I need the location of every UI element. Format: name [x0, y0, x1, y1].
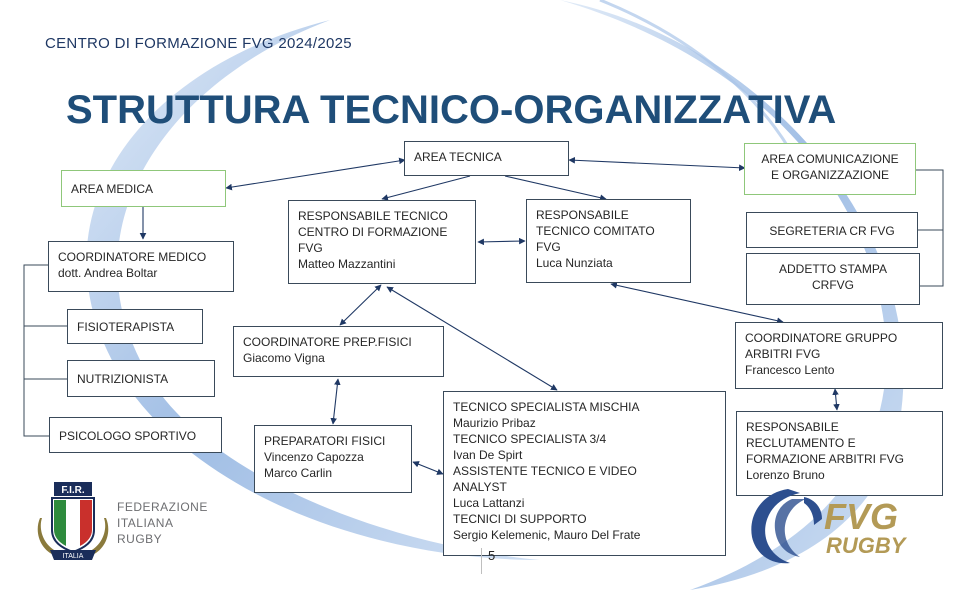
box-area-tecnica: AREA TECNICA	[404, 141, 569, 176]
box-segreteria: SEGRETERIA CR FVG	[746, 212, 918, 248]
resp-reclutamento-line2: RECLUTAMENTO E	[746, 436, 856, 450]
svg-text:FVG: FVG	[824, 496, 898, 537]
addetto-stampa-line1: ADDETTO STAMPA	[778, 262, 887, 276]
tecnici-line1: TECNICO SPECIALISTA MISCHIA	[453, 400, 640, 414]
svg-text:ITALIA: ITALIA	[63, 553, 84, 560]
resp-reclutamento-name: Lorenzo Bruno	[746, 468, 825, 482]
coordinatore-medico-role: COORDINATORE MEDICO	[58, 250, 207, 264]
box-fisioterapista: FISIOTERAPISTA	[67, 309, 203, 344]
box-nutrizionista: NUTRIZIONISTA	[67, 360, 215, 397]
box-area-comunicazione: AREA COMUNICAZIONE E ORGANIZZAZIONE	[744, 143, 916, 195]
resp-comitato-line3: FVG	[536, 240, 561, 254]
fir-text-line1: FEDERAZIONE	[117, 500, 208, 514]
tecnici-line6: ANALYST	[453, 480, 507, 494]
page-number-divider	[481, 548, 482, 574]
page-number: 5	[488, 548, 496, 563]
resp-reclutamento-line1: RESPONSABILE	[746, 420, 839, 434]
box-coord-arbitri: COORDINATORE GRUPPO ARBITRI FVG Francesc…	[735, 322, 943, 389]
box-resp-tecnico-centro: RESPONSABILE TECNICO CENTRO DI FORMAZION…	[288, 200, 476, 284]
resp-reclutamento-line3: FORMAZIONE ARBITRI FVG	[746, 452, 905, 466]
box-psicologo: PSICOLOGO SPORTIVO	[49, 417, 222, 453]
fir-text-line2: ITALIANA	[117, 516, 174, 530]
tecnici-line9: Sergio Kelemenic, Mauro Del Frate	[453, 528, 641, 542]
resp-comitato-name: Luca Nunziata	[536, 256, 613, 270]
tecnici-line7: Luca Lattanzi	[453, 496, 525, 510]
fisioterapista-label: FISIOTERAPISTA	[77, 320, 175, 334]
area-medica-label: AREA MEDICA	[71, 182, 154, 196]
svg-text:RUGBY: RUGBY	[826, 533, 908, 558]
segreteria-label: SEGRETERIA CR FVG	[769, 224, 895, 238]
coord-arbitri-name: Francesco Lento	[745, 363, 835, 377]
nutrizionista-label: NUTRIZIONISTA	[77, 372, 169, 386]
resp-centro-line1: RESPONSABILE TECNICO	[298, 209, 448, 223]
svg-text:F.I.R.: F.I.R.	[61, 485, 85, 496]
coord-prep-fisici-role: COORDINATORE PREP.FISICI	[243, 335, 412, 349]
box-coordinatore-medico: COORDINATORE MEDICO dott. Andrea Boltar	[48, 241, 234, 292]
tecnici-line2: Maurizio Pribaz	[453, 416, 536, 430]
addetto-stampa-line2: CRFVG	[812, 278, 854, 292]
slide-subtitle: CENTRO DI FORMAZIONE FVG 2024/2025	[45, 35, 352, 52]
coord-arbitri-line2: ARBITRI FVG	[745, 347, 821, 361]
psicologo-label: PSICOLOGO SPORTIVO	[59, 429, 197, 443]
box-coord-prep-fisici: COORDINATORE PREP.FISICI Giacomo Vigna	[233, 326, 444, 377]
fvg-rugby-logo-icon: FVG RUGBY	[751, 489, 908, 564]
tecnici-line3: TECNICO SPECIALISTA 3/4	[453, 432, 607, 446]
coord-arbitri-line1: COORDINATORE GRUPPO	[745, 331, 898, 345]
area-comunicazione-line1: AREA COMUNICAZIONE	[761, 152, 899, 166]
area-comunicazione-line2: E ORGANIZZAZIONE	[770, 168, 889, 182]
resp-centro-name: Matteo Mazzantini	[298, 257, 396, 271]
coordinatore-medico-name: dott. Andrea Boltar	[58, 266, 158, 280]
coord-prep-fisici-name: Giacomo Vigna	[243, 351, 325, 365]
resp-centro-line3: FVG	[298, 241, 323, 255]
resp-centro-line2: CENTRO DI FORMAZIONE	[298, 225, 448, 239]
preparatori-fisici-name2: Marco Carlin	[264, 466, 333, 480]
tecnici-line5: ASSISTENTE TECNICO E VIDEO	[453, 464, 637, 478]
fir-logo-icon: F.I.R. ITALIA	[37, 482, 109, 560]
preparatori-fisici-name1: Vincenzo Capozza	[264, 450, 364, 464]
box-tecnici: TECNICO SPECIALISTA MISCHIA Maurizio Pri…	[443, 391, 726, 556]
tecnici-line4: Ivan De Spirt	[453, 448, 523, 462]
tecnici-line8: TECNICI DI SUPPORTO	[453, 512, 587, 526]
box-resp-tecnico-comitato: RESPONSABILE TECNICO COMITATO FVG Luca N…	[526, 199, 691, 283]
box-resp-reclutamento: RESPONSABILE RECLUTAMENTO E FORMAZIONE A…	[736, 411, 943, 496]
fir-text-line3: RUGBY	[117, 532, 163, 546]
fir-logo-text: FEDERAZIONE ITALIANA RUGBY	[117, 499, 208, 547]
box-addetto-stampa: ADDETTO STAMPA CRFVG	[746, 253, 920, 305]
box-preparatori-fisici: PREPARATORI FISICI Vincenzo Capozza Marc…	[254, 425, 412, 493]
slide-title: STRUTTURA TECNICO-ORGANIZZATIVA	[66, 88, 837, 132]
resp-comitato-line2: TECNICO COMITATO	[536, 224, 655, 238]
preparatori-fisici-role: PREPARATORI FISICI	[264, 434, 386, 448]
area-tecnica-label: AREA TECNICA	[414, 150, 502, 164]
box-area-medica: AREA MEDICA	[61, 170, 226, 207]
resp-comitato-line1: RESPONSABILE	[536, 208, 629, 222]
